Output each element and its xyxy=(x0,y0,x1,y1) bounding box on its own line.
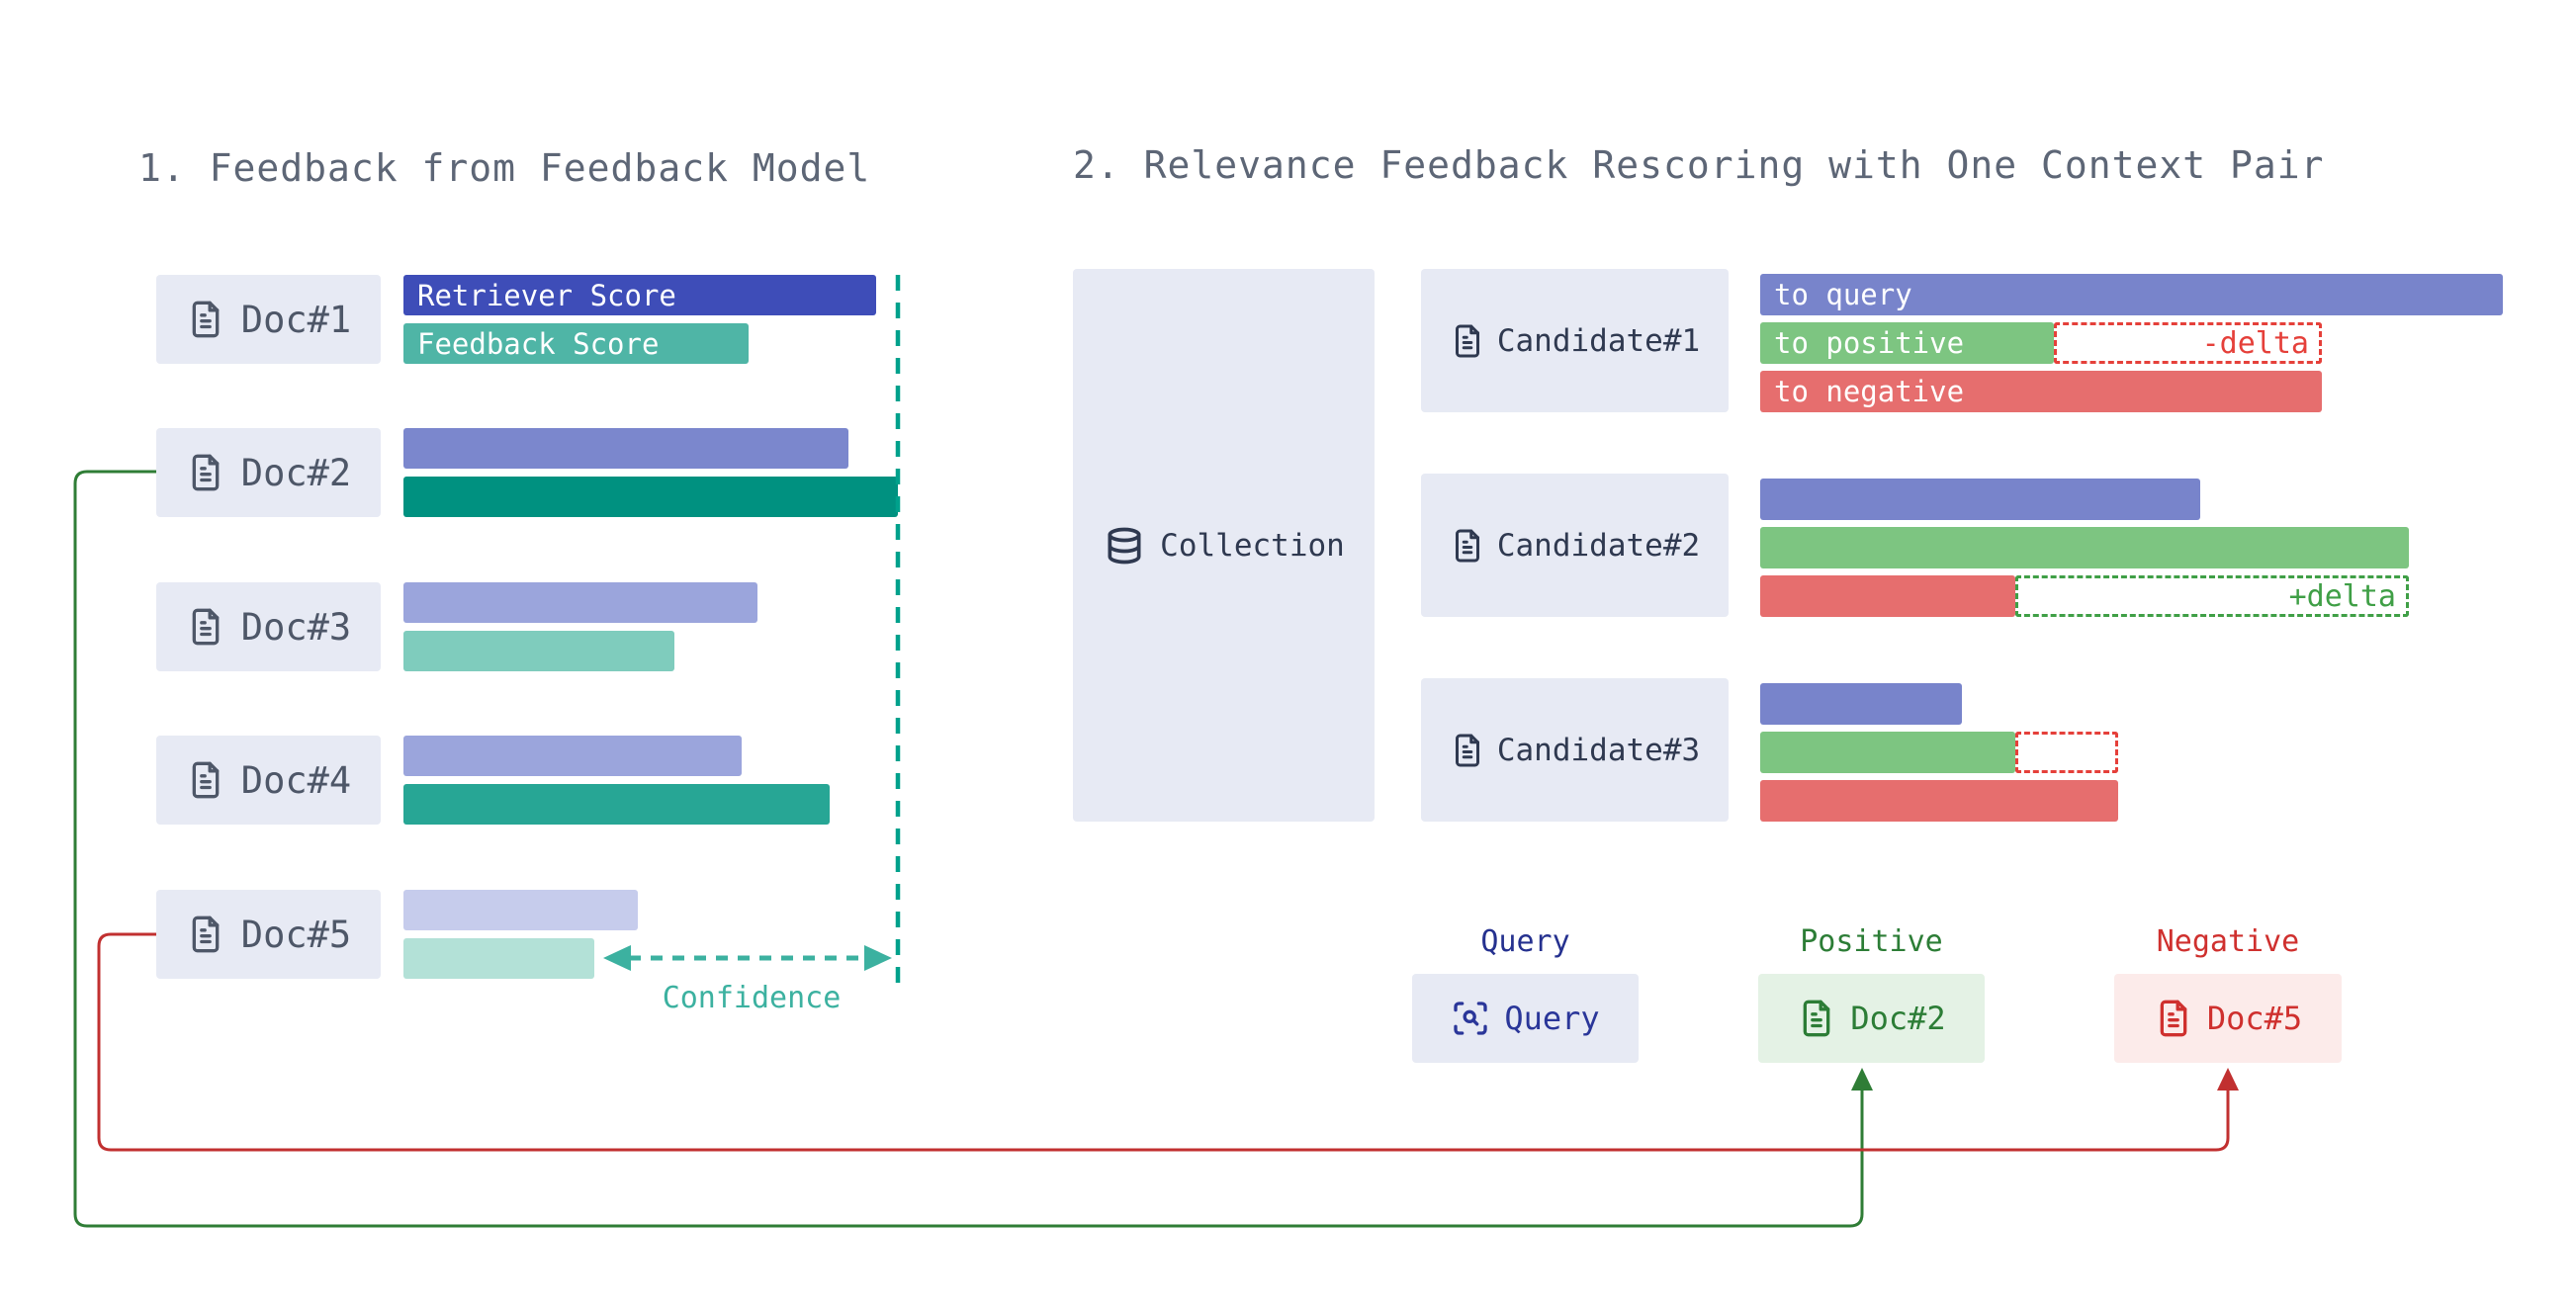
doc-label: Doc#1 xyxy=(240,298,352,341)
doc-label: Doc#4 xyxy=(240,758,352,802)
retriever-score-bar xyxy=(403,582,757,623)
document-icon xyxy=(1450,733,1485,768)
document-icon xyxy=(2154,999,2193,1038)
doc-card-1: Doc#1 xyxy=(156,275,381,364)
retriever-score-bar xyxy=(403,428,848,469)
candidate-card-2: Candidate#2 xyxy=(1421,474,1729,617)
doc-card-3: Doc#3 xyxy=(156,582,381,671)
retriever-score-bar xyxy=(403,736,742,776)
retriever-score-bar-label: Retriever Score xyxy=(417,278,676,312)
to-positive-bar xyxy=(1760,527,2409,568)
plus-delta-region: +delta xyxy=(2015,575,2409,617)
to-positive-bar-label: to positive xyxy=(1774,326,1965,360)
negative-connector-arrow-head xyxy=(2217,1068,2239,1091)
to-query-bar: to query xyxy=(1760,274,2503,315)
confidence-label: Confidence xyxy=(662,981,842,1015)
confidence-arrow-right-head xyxy=(864,945,892,971)
negative-heading: Negative xyxy=(2156,924,2300,959)
document-icon xyxy=(1797,999,1836,1038)
document-icon xyxy=(186,300,225,339)
negative-doc-label: Doc#5 xyxy=(2206,1000,2303,1037)
retriever-score-bar xyxy=(403,890,638,930)
positive-doc-card: Doc#2 xyxy=(1758,974,1985,1063)
candidate-label: Candidate#2 xyxy=(1496,527,1701,564)
collection-label: Collection xyxy=(1160,527,1345,564)
query-heading: Query xyxy=(1480,924,1570,959)
query-card: Query xyxy=(1412,974,1639,1063)
to-negative-bar: to negative xyxy=(1760,371,2322,412)
to-query-bar-label: to query xyxy=(1774,278,1912,311)
database-icon xyxy=(1103,524,1146,567)
doc-label: Doc#3 xyxy=(240,605,352,649)
to-query-bar xyxy=(1760,683,1962,725)
feedback-score-bar xyxy=(403,784,830,825)
feedback-score-bar xyxy=(403,477,898,517)
right-panel-title: 2. Relevance Feedback Rescoring with One… xyxy=(1073,143,2325,187)
feedback-score-bar xyxy=(403,631,674,671)
doc-card-4: Doc#4 xyxy=(156,736,381,825)
query-card-label: Query xyxy=(1504,1000,1600,1037)
feedback-score-bar: Feedback Score xyxy=(403,323,749,364)
collection-card: Collection xyxy=(1073,269,1375,822)
to-negative-bar xyxy=(1760,575,2015,617)
document-icon xyxy=(186,915,225,954)
document-icon xyxy=(1450,528,1485,564)
to-positive-bar: to positive xyxy=(1760,322,2054,364)
document-icon xyxy=(186,453,225,492)
doc-label: Doc#5 xyxy=(240,913,352,956)
feedback-score-bar xyxy=(403,938,594,979)
candidate-card-1: Candidate#1 xyxy=(1421,269,1729,412)
candidate-card-3: Candidate#3 xyxy=(1421,678,1729,822)
minus-delta-region: -delta xyxy=(2054,322,2322,364)
candidate-label: Candidate#3 xyxy=(1496,732,1701,768)
negative-doc-card: Doc#5 xyxy=(2114,974,2342,1063)
confidence-arrow-left-head xyxy=(603,945,631,971)
doc-card-5: Doc#5 xyxy=(156,890,381,979)
minus-delta-region xyxy=(2015,732,2118,773)
to-negative-bar-label: to negative xyxy=(1774,375,1965,408)
scan-search-icon xyxy=(1451,999,1490,1038)
positive-heading: Positive xyxy=(1800,924,1943,959)
positive-connector-arrow-head xyxy=(1851,1068,1873,1091)
left-panel-title: 1. Feedback from Feedback Model xyxy=(138,146,871,190)
document-icon xyxy=(1450,323,1485,359)
doc-card-2: Doc#2 xyxy=(156,428,381,517)
plus-delta-label: +delta xyxy=(2288,578,2396,614)
feedback-score-bar-label: Feedback Score xyxy=(417,326,660,361)
document-icon xyxy=(186,607,225,647)
positive-doc-label: Doc#2 xyxy=(1850,1000,1946,1037)
retriever-score-bar: Retriever Score xyxy=(403,275,876,315)
to-query-bar xyxy=(1760,479,2200,520)
document-icon xyxy=(186,760,225,800)
minus-delta-label: -delta xyxy=(2201,325,2309,361)
to-negative-bar xyxy=(1760,780,2118,822)
candidate-label: Candidate#1 xyxy=(1496,322,1701,359)
doc-label: Doc#2 xyxy=(240,451,352,494)
to-positive-bar xyxy=(1760,732,2015,773)
